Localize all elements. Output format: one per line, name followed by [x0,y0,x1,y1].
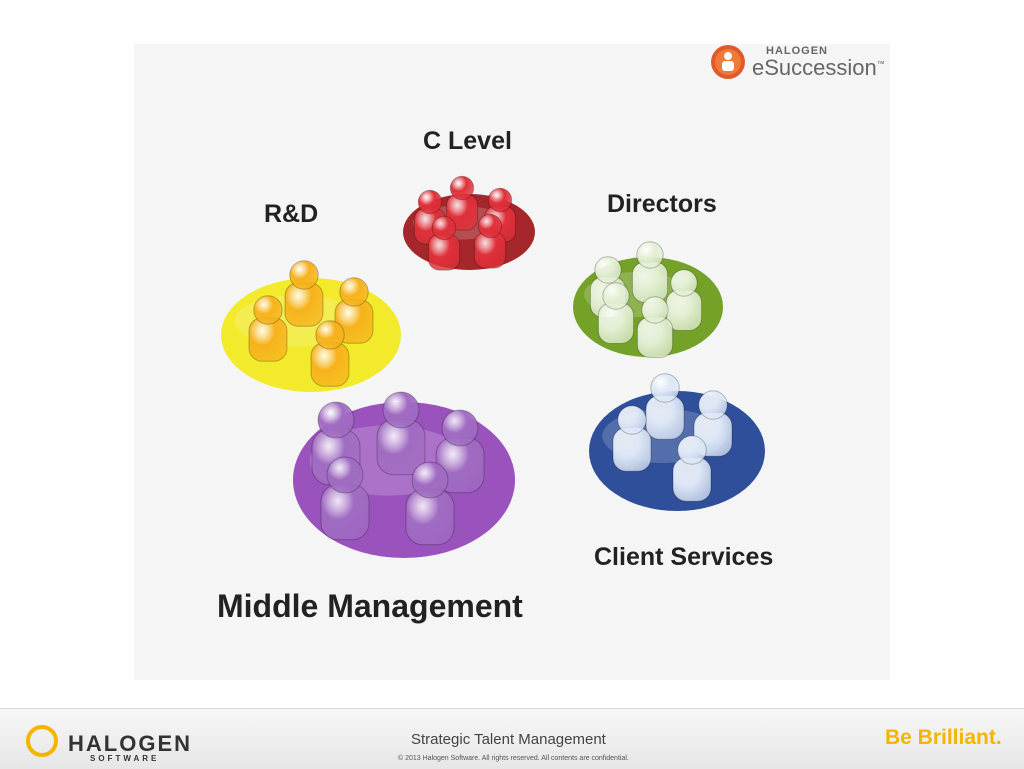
middle-management-person-icon [405,461,455,546]
halogen-ring-icon [26,725,58,757]
middle-management-person-icon [435,409,485,494]
esuccession-product-name: eSuccession™ [752,55,885,81]
directors-person-icon [631,241,669,304]
c-level-label: C Level [423,127,512,155]
c-level-person-icon [445,175,479,231]
directors-label: Directors [607,190,717,218]
directors-person-icon [665,269,703,332]
rnd-label: R&D [264,200,318,228]
group-client-services [589,373,765,511]
group-c-level [403,175,535,271]
rnd-person-icon [334,277,374,344]
rnd-person-icon [310,320,350,387]
footer-slogan: Be Brilliant. [885,726,1002,749]
client-services-person-icon [645,373,685,440]
group-middle-management [293,391,515,558]
footer-tagline: Strategic Talent Management [411,731,606,748]
trademark-mark: ™ [876,59,885,69]
footer-bar: HALOGEN SOFTWARE Strategic Talent Manage… [0,708,1024,769]
group-directors [573,241,723,359]
client-services-person-icon [672,435,712,502]
middle-management-person-icon [376,391,426,476]
esuccession-brand-name: HALOGEN [766,45,828,57]
middle-management-person-icon [320,456,370,541]
group-rnd [221,260,401,392]
directors-person-icon [597,282,635,345]
client-services-person-icon [612,405,652,472]
footer-logo-sub: SOFTWARE [90,754,160,763]
footer-copyright: © 2013 Halogen Software. All rights rese… [398,755,629,762]
rnd-person-icon [284,260,324,327]
org-groups-diagram: C Level R&D Directors Client Services Mi… [217,45,773,624]
rnd-person-icon [248,295,288,362]
client-services-label: Client Services [594,543,773,571]
halogen-person-icon [711,45,745,79]
footer-logo-name: HALOGEN [68,731,192,756]
c-level-person-icon [427,215,461,271]
middle-management-label: Middle Management [217,588,523,624]
directors-person-icon [636,296,674,359]
product-name-text: eSuccession [752,55,877,80]
c-level-person-icon [473,213,507,269]
